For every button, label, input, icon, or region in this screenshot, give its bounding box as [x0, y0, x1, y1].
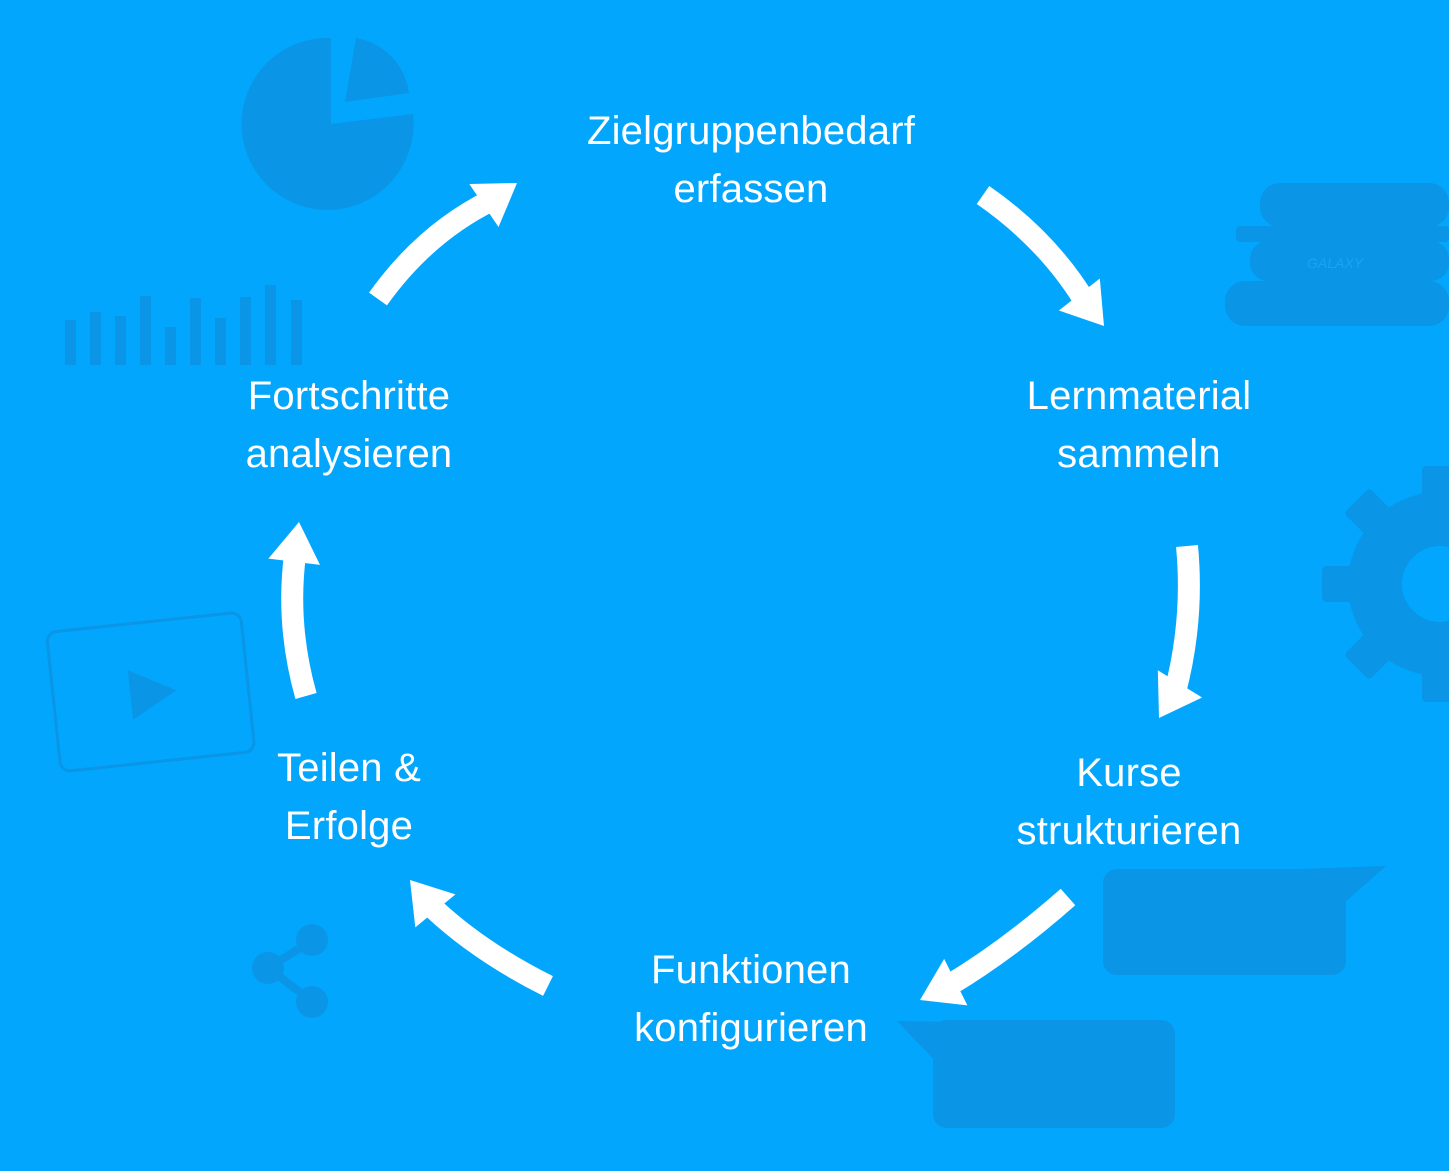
pie-chart-icon — [241, 37, 414, 210]
arrow-head — [469, 183, 517, 227]
chat-bubbles-icon — [897, 866, 1386, 1128]
arrow-head — [1058, 278, 1104, 326]
step-label-line1: Funktionen — [651, 948, 851, 992]
gear-icon — [1322, 466, 1449, 702]
step-label-line1: Teilen & — [277, 746, 421, 790]
step-fortschritte-analysieren: Fortschritte analysieren — [246, 367, 453, 483]
step-label-line1: Fortschritte — [247, 374, 451, 418]
video-player-icon — [45, 611, 256, 773]
arrow-shaft — [976, 185, 1096, 309]
step-label-line2: strukturieren — [1016, 809, 1242, 853]
arrow-step1-to-step2 — [976, 185, 1104, 326]
step-label-line1: Zielgruppenbedarf — [586, 109, 916, 153]
arrow-shaft — [369, 190, 497, 306]
step-lernmaterial-sammeln: Lernmaterial sammeln — [1027, 367, 1252, 483]
share-icon — [252, 924, 328, 1018]
bar-chart-icon — [65, 285, 302, 365]
arrow-shaft — [1164, 544, 1200, 695]
step-funktionen-konfigurieren: Funktionen konfigurieren — [634, 941, 868, 1057]
arrow-shaft — [281, 553, 317, 699]
arrow-step6-to-step1 — [369, 183, 517, 306]
arrow-step4-to-step5 — [410, 880, 553, 996]
step-label-line2: sammeln — [1057, 432, 1221, 476]
step-teilen-erfolge: Teilen & Erfolge — [277, 739, 421, 855]
step-zielgruppenbedarf-erfassen: Zielgruppenbedarf erfassen — [587, 102, 915, 218]
books-icon — [1225, 183, 1449, 326]
step-label-line1: Kurse — [1076, 751, 1182, 795]
arrow-step2-to-step3 — [1157, 544, 1203, 718]
book-spine-label: GALAXY — [1307, 255, 1365, 271]
arrow-shaft — [425, 899, 553, 996]
step-kurse-strukturieren: Kurse strukturieren — [1017, 744, 1242, 860]
step-label-line2: erfassen — [673, 167, 829, 211]
arrow-head — [268, 522, 320, 565]
step-label-line2: Erfolge — [284, 804, 414, 848]
arrow-head — [920, 958, 968, 1006]
step-label-line1: Lernmaterial — [1026, 374, 1252, 418]
step-label-line2: analysieren — [245, 432, 453, 476]
arrow-head — [410, 880, 456, 928]
arrow-shaft — [942, 888, 1076, 996]
arrow-step5-to-step6 — [268, 522, 320, 699]
step-label-line2: konfigurieren — [634, 1006, 868, 1050]
arrow-head — [1157, 670, 1203, 718]
arrow-step3-to-step4 — [920, 888, 1076, 1006]
